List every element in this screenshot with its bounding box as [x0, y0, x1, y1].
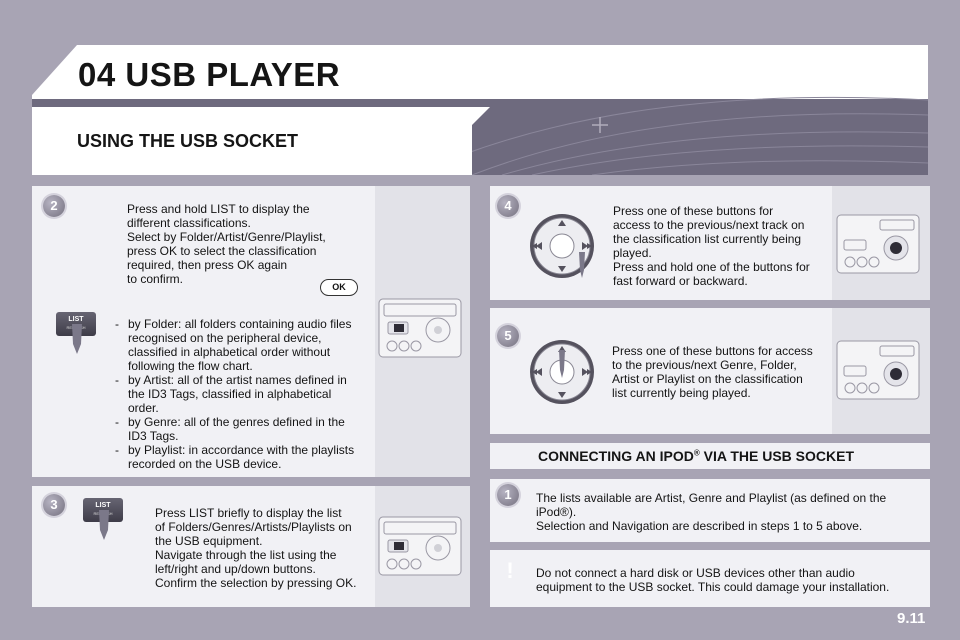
warning-panel [490, 550, 930, 607]
ipod-step-badge: 1 [497, 484, 519, 506]
list-item: by Genre: all of the genres defined in t… [113, 415, 363, 443]
ipod-section-header [490, 443, 930, 469]
car-radio-icon [378, 516, 462, 576]
car-radio-icon [836, 340, 920, 400]
list-button-label: LIST [95, 502, 111, 509]
classification-list: by Folder: all folders containing audio … [113, 317, 363, 471]
ipod-section-title: CONNECTING AN IPOD® VIA THE USB SOCKET [538, 448, 855, 464]
step-2-badge: 2 [43, 195, 65, 217]
step-3-text: Press LIST briefly to display the list o… [155, 506, 357, 590]
ok-button-icon: OK [320, 279, 358, 296]
car-radio-icon [378, 298, 462, 358]
step-3-badge: 3 [43, 494, 65, 516]
page-title: 04 USB PLAYER [78, 56, 341, 93]
ipod-text: The lists available are Artist, Genre an… [536, 491, 887, 533]
direction-pad-icon [530, 214, 594, 278]
list-button-label: LIST [68, 316, 84, 323]
list-item: by Folder: all folders containing audio … [113, 317, 363, 373]
header-banner [32, 45, 928, 175]
step-4-badge: 4 [497, 195, 519, 217]
pointing-finger-icon [72, 324, 82, 354]
pointing-finger-icon [99, 510, 109, 540]
car-radio-icon [836, 214, 920, 274]
step-5-text: Press one of these buttons for access to… [612, 344, 813, 400]
warning-icon: ! [506, 558, 514, 583]
list-item: by Playlist: in accordance with the play… [113, 443, 363, 471]
step-5-badge: 5 [497, 325, 519, 347]
page-number: 9.11 [897, 610, 926, 627]
step-2-text: Press and hold LIST to display the diffe… [127, 202, 326, 286]
direction-pad-icon [530, 340, 594, 404]
list-item: by Artist: all of the artist names defin… [113, 373, 363, 415]
ipod-panel [490, 479, 930, 542]
step-4-text: Press one of these buttons for access to… [613, 204, 810, 288]
section-title: USING THE USB SOCKET [77, 131, 299, 151]
warning-text: Do not connect a hard disk or USB device… [536, 566, 890, 594]
